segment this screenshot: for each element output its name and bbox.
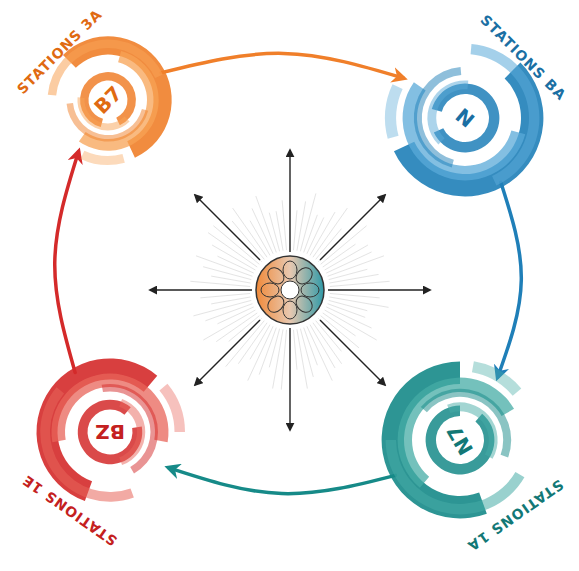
hub-ray [300,193,316,251]
flow-arrow [161,53,403,78]
hub-spoke [320,195,385,260]
hub-ray [256,196,277,252]
hub-ray [238,323,267,364]
hub-ray [229,316,260,342]
hub-ray [269,329,279,368]
hub-spoke [289,150,290,252]
hub-ray [330,281,390,286]
station-code: N [452,104,479,132]
hub-ray [293,330,296,370]
hub-ray [196,256,252,277]
hub-ray [330,293,380,297]
hub-ray [281,330,286,390]
hub-ray [316,229,342,260]
hub-petal [283,301,297,319]
hub-circle [256,256,324,324]
hub-ray [300,329,313,377]
hub-ray [321,226,367,265]
station-swirl: STATIONS BAN [385,38,545,198]
hub-spoke [150,289,252,290]
station-code: B7 [90,82,126,118]
swirl-stroke [363,81,424,142]
hub-petal [301,283,319,297]
swirl-stroke [412,71,486,145]
hub-ray [328,256,384,277]
hub-ray [248,326,273,380]
hub-ray [313,323,342,364]
hub-spoke [195,195,260,260]
hub-ray [211,276,250,283]
swirl-stroke [148,382,199,435]
hub-ray [325,310,377,340]
hub-ray [269,213,279,252]
hub-ray [329,274,378,283]
hub-ray [276,211,283,250]
hub-petal [261,283,279,297]
flow-arrow [498,182,522,377]
hub-spoke [320,320,385,385]
hub-ray [193,300,251,316]
hub-ray [293,210,296,250]
hub-ray [329,269,368,279]
hub-ray [232,221,264,259]
swirl-stroke [469,349,523,406]
hub-ray [323,244,356,267]
swirl-stroke [377,52,531,206]
hub-ray [297,201,306,250]
hub-core [281,281,299,299]
hub-ray [250,325,270,360]
station-code: BZ [95,421,125,443]
hub-ray [326,307,371,328]
hub-ray [329,300,368,310]
swirl-stroke [55,46,180,171]
hub-spoke [195,320,260,385]
station-swirl: STATIONS 1AN7 [380,360,540,520]
swirl-stroke [45,357,184,479]
hub-ray [203,310,255,340]
hub-ray [190,281,250,286]
station-swirl: STATIONS 3AB7 [43,35,173,165]
swirl-stroke [78,133,128,183]
hub-spoke [289,328,290,430]
swirl-stroke [77,379,172,478]
flow-arrow [55,152,79,372]
hub-petal [283,261,297,279]
hub-ray [323,313,356,336]
hub-ray [304,328,318,366]
hub-ray [297,329,307,388]
hub-ray [200,293,250,297]
hub-ray [316,321,342,352]
hub-ray [216,313,257,342]
station-code: N7 [443,421,477,459]
hub-spoke [328,289,430,290]
hub-ray [307,326,332,380]
flow-arrow [169,468,395,494]
hub-ray [329,297,388,307]
hub-ray [273,329,283,388]
hub-ray [321,316,359,348]
hub-ray [211,297,250,304]
hub-ray [282,200,286,250]
station-swirl: STATIONS 1EBZ [35,357,185,507]
